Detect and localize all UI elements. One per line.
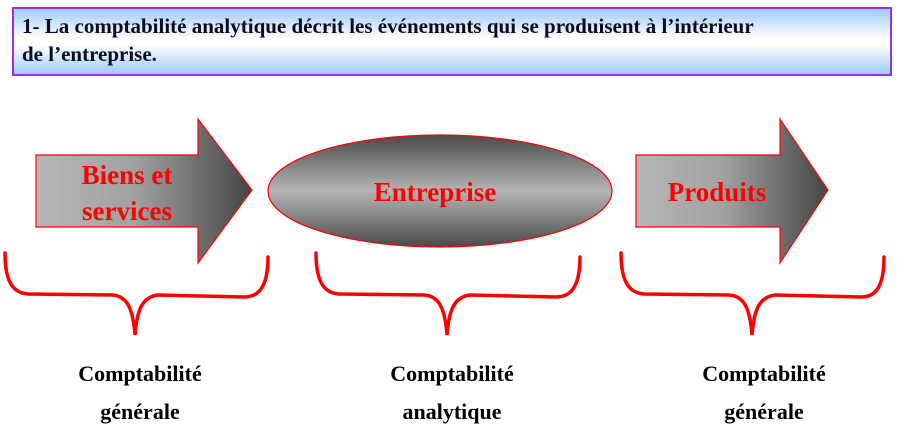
title-box: 1- La comptabilité analytique décrit les… (12, 7, 892, 76)
title-line-2: de l’entreprise. (22, 42, 157, 66)
arrow-label-line-1: Biens et (82, 160, 173, 190)
brace-icon-3 (619, 251, 886, 336)
ellipse-shape (267, 134, 613, 248)
arrow-shape (635, 117, 829, 266)
caption-line-1: Comptabilité (78, 361, 202, 386)
title-line-1: 1- La comptabilité analytique décrit les… (22, 14, 754, 38)
caption-line-1: Comptabilité (390, 361, 514, 386)
caption-comptabilite-generale-1: Comptabilité générale (20, 359, 260, 427)
title-text: 1- La comptabilité analytique décrit les… (22, 12, 888, 68)
caption-line-2: générale (724, 399, 804, 424)
ellipse-entreprise: Entreprise (267, 134, 613, 248)
caption-comptabilite-generale-2: Comptabilité générale (644, 359, 884, 427)
arrow-produits: Produits (635, 117, 829, 266)
brace-icon-1 (3, 251, 270, 336)
caption-line-2: générale (100, 399, 180, 424)
arrow-label: Produits (668, 177, 767, 207)
caption-line-2: analytique (402, 399, 502, 424)
caption-comptabilite-analytique: Comptabilité analytique (332, 359, 572, 427)
ellipse-label: Entreprise (374, 177, 497, 207)
brace-icon-2 (314, 251, 582, 336)
caption-line-1: Comptabilité (702, 361, 826, 386)
arrow-label-line-2: services (82, 196, 172, 226)
arrow-biens-et-services: Biens et services (35, 117, 253, 265)
arrow-shape (35, 117, 253, 265)
